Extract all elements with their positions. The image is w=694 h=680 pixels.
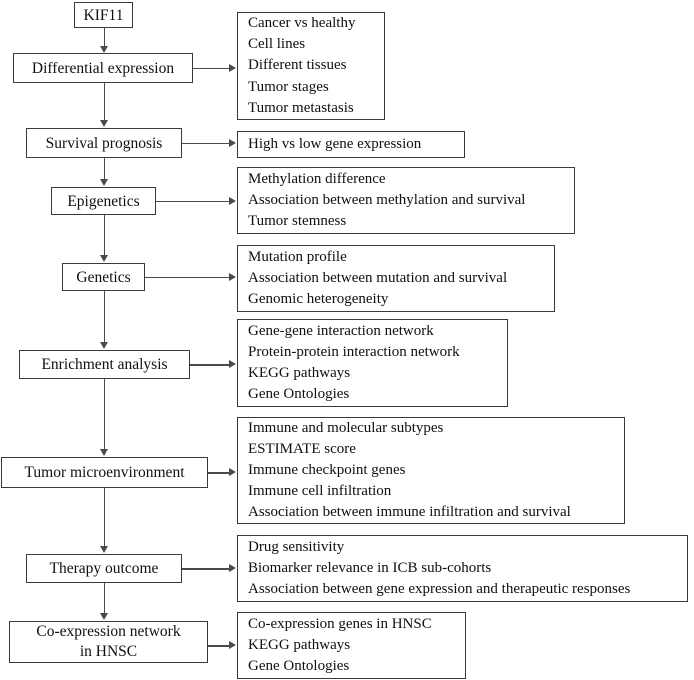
detail-line: Cell lines xyxy=(248,36,306,53)
connector-step3-to-step4 xyxy=(103,215,105,256)
detail-line: Tumor stages xyxy=(248,78,329,95)
detail-line: Biomarker relevance in ICB sub-cohorts xyxy=(248,559,492,576)
detail-box-co-expression-network: Co-expression genes in HNSC KEGG pathway… xyxy=(237,612,466,679)
detail-box-differential-expression: Cancer vs healthy Cell lines Different t… xyxy=(237,12,385,120)
arrowhead-step2-to-step3 xyxy=(99,179,108,186)
connector-step7-to-detail7 xyxy=(182,568,229,570)
detail-line: ESTIMATE score xyxy=(248,440,356,457)
detail-line: Association between immune infiltration … xyxy=(248,504,571,521)
arrowhead-step1-to-step2 xyxy=(99,120,108,127)
detail-line: Drug sensitivity xyxy=(248,538,345,555)
connector-step3-to-detail3 xyxy=(156,200,229,202)
node-tumor-microenvironment-label: Tumor microenvironment xyxy=(24,464,185,481)
connector-step1-to-step2 xyxy=(103,83,105,121)
connector-step1-to-detail1 xyxy=(193,67,229,69)
node-tumor-microenvironment[interactable]: Tumor microenvironment xyxy=(1,457,208,488)
detail-line: KEGG pathways xyxy=(248,365,351,381)
detail-line: KEGG pathways xyxy=(248,636,351,653)
detail-line: Association between gene expression and … xyxy=(248,581,631,598)
detail-line: Immune cell infiltration xyxy=(248,483,392,500)
arrowhead-step7-to-step8 xyxy=(99,613,108,620)
detail-line: Tumor metastasis xyxy=(248,99,354,116)
node-kif11[interactable]: KIF11 xyxy=(74,2,133,28)
connector-step6-to-detail6 xyxy=(208,472,229,474)
detail-box-tumor-microenvironment: Immune and molecular subtypes ESTIMATE s… xyxy=(237,417,625,524)
node-survival-prognosis-label: Survival prognosis xyxy=(45,134,163,152)
detail-line: Gene-gene interaction network xyxy=(248,322,434,339)
node-therapy-outcome-label: Therapy outcome xyxy=(49,560,159,577)
detail-line: Different tissues xyxy=(248,57,347,74)
arrowhead-root-to-step1 xyxy=(99,46,108,53)
node-differential-expression[interactable]: Differential expression xyxy=(13,53,193,83)
node-enrichment-analysis-label: Enrichment analysis xyxy=(41,356,168,373)
arrowhead-step4-to-detail4 xyxy=(229,272,236,281)
detail-box-survival-prognosis: High vs low gene expression xyxy=(237,131,465,158)
detail-line: Genomic heterogeneity xyxy=(248,291,389,308)
connector-step5-to-step6 xyxy=(103,379,105,450)
arrowhead-step6-to-detail6 xyxy=(229,468,236,476)
connector-root-to-step1 xyxy=(103,28,105,47)
detail-box-epigenetics: Methylation difference Association betwe… xyxy=(237,167,575,234)
node-co-expression-network[interactable]: Co-expression network in HNSC xyxy=(9,621,208,663)
arrowhead-step8-to-detail8 xyxy=(229,641,236,649)
detail-line: Methylation difference xyxy=(248,170,386,187)
node-co-expression-network-label-line2: in HNSC xyxy=(79,643,138,660)
arrowhead-step2-to-detail2 xyxy=(229,138,236,147)
arrowhead-step1-to-detail1 xyxy=(229,63,236,72)
node-epigenetics[interactable]: Epigenetics xyxy=(51,187,156,215)
detail-line: Cancer vs healthy xyxy=(248,15,356,31)
connector-step5-to-detail5 xyxy=(190,364,229,366)
detail-line: Mutation profile xyxy=(248,248,347,265)
arrowhead-step5-to-detail5 xyxy=(229,360,236,368)
detail-line: Gene Ontologies xyxy=(248,386,350,403)
node-kif11-label: KIF11 xyxy=(83,6,124,24)
detail-line: High vs low gene expression xyxy=(248,135,422,152)
connector-step4-to-step5 xyxy=(103,291,105,343)
node-genetics[interactable]: Genetics xyxy=(62,263,145,291)
connector-step2-to-detail2 xyxy=(182,142,229,144)
detail-line: Immune and molecular subtypes xyxy=(248,419,444,436)
connector-step7-to-step8 xyxy=(103,583,105,614)
node-epigenetics-label: Epigenetics xyxy=(67,192,140,210)
node-survival-prognosis[interactable]: Survival prognosis xyxy=(26,128,182,158)
node-enrichment-analysis[interactable]: Enrichment analysis xyxy=(19,350,190,379)
arrowhead-step3-to-step4 xyxy=(99,255,108,262)
detail-line: Co-expression genes in HNSC xyxy=(248,615,432,632)
detail-line: Gene Ontologies xyxy=(248,658,350,675)
detail-line: Association between mutation and surviva… xyxy=(248,269,508,286)
detail-line: Tumor stemness xyxy=(248,213,347,230)
node-co-expression-network-label-line1: Co-expression network xyxy=(36,623,181,640)
arrowhead-step3-to-detail3 xyxy=(229,196,236,205)
node-genetics-label: Genetics xyxy=(76,268,131,286)
arrowhead-step4-to-step5 xyxy=(99,342,108,349)
detail-line: Protein-protein interaction network xyxy=(248,343,460,360)
arrowhead-step6-to-step7 xyxy=(99,546,108,553)
detail-box-genetics: Mutation profile Association between mut… xyxy=(237,245,555,312)
detail-line: Association between methylation and surv… xyxy=(248,191,526,208)
connector-step4-to-detail4 xyxy=(145,276,229,278)
detail-box-therapy-outcome: Drug sensitivity Biomarker relevance in … xyxy=(237,535,688,602)
connector-step6-to-step7 xyxy=(103,488,105,547)
node-therapy-outcome[interactable]: Therapy outcome xyxy=(26,554,182,583)
connector-step2-to-step3 xyxy=(103,158,105,180)
node-differential-expression-label: Differential expression xyxy=(31,59,175,77)
connector-step8-to-detail8 xyxy=(208,645,229,647)
arrowhead-step7-to-detail7 xyxy=(229,564,236,572)
arrowhead-step5-to-step6 xyxy=(99,449,108,456)
detail-box-enrichment-analysis: Gene-gene interaction network Protein-pr… xyxy=(237,319,508,407)
detail-line: Immune checkpoint genes xyxy=(248,461,406,478)
